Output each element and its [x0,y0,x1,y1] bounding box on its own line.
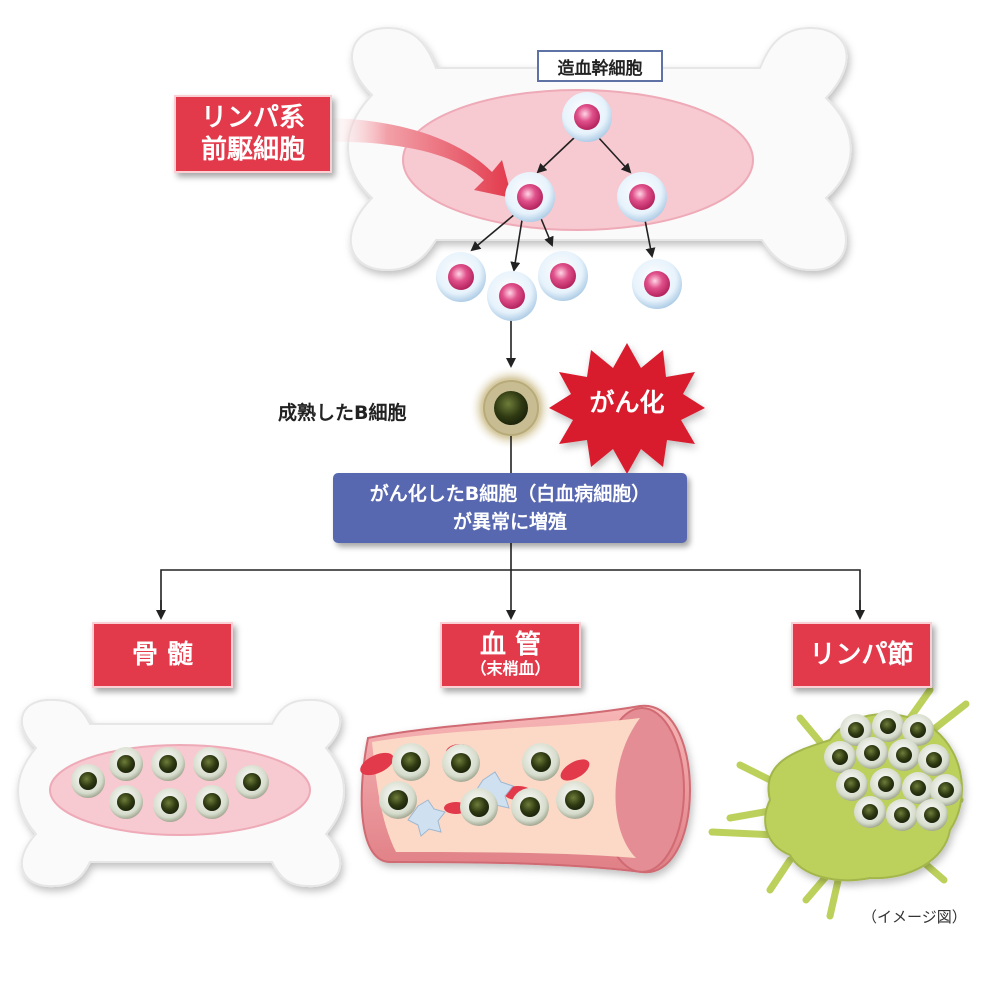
cancerization-label: がん化 [589,388,665,417]
lineage-arrows [470,136,656,368]
label-line: が異常に増殖 [452,511,567,533]
arrow-icon [597,136,632,174]
stem-cell-icon [562,92,612,142]
mature-b-cell-label: 成熟したB細胞 [278,402,407,424]
leukemia-cell-icon [460,788,498,826]
leukemia-cell-icon [824,741,856,773]
leukemia-cell-icon [109,747,143,781]
lymphoid-progenitor-label: リンパ系 前駆細胞 [174,95,332,173]
destination-lymph-node-label: リンパ節 [791,622,932,688]
leukemia-cell-icon [872,710,904,742]
label-line: がん化したB細胞（白血病細胞） [369,483,651,505]
distribution-arrows [156,543,865,620]
leukemia-cell-icon [930,774,962,806]
leukemia-cell-icon [392,743,430,781]
leukemia-cell-icon [195,785,229,819]
lymph-node-leukemia-cells [824,710,962,831]
marrow-leukemia-cells [71,747,269,822]
leukemia-cell-icon [870,768,902,800]
leukemia-cell-icon [379,781,417,819]
image-note: （イメージ図） [862,908,967,926]
leukemia-cell-icon [235,765,269,799]
leukemia-cell-icon [856,737,888,769]
destination-name: リンパ節 [809,640,914,670]
arrow-icon [644,219,656,258]
leukemia-cell-icon [918,744,950,776]
leukemia-cell-icon [109,785,143,819]
branch-line [160,569,861,614]
red-blood-cell-icon [360,752,394,776]
leukemia-cell-icon [151,747,185,781]
platelet-icon [407,799,446,837]
stem-cell-group [436,92,682,321]
label-line: 前駆細胞 [200,135,305,165]
progenitor-arrow-icon [320,118,512,198]
leukemia-cell-icon [193,747,227,781]
vessel-leukemia-cells [379,743,594,826]
destination-subtitle: （末梢血） [470,659,551,678]
daughter-cell-icon [538,251,588,301]
leukemia-cell-icon [886,799,918,831]
stem-cell-label: 造血幹細胞 [537,50,663,82]
daughter-cell-icon [487,271,537,321]
leukemia-cell-icon [836,769,868,801]
destination-name: 血 管 [479,630,542,660]
daughter-cell-icon [632,259,682,309]
leukemia-cell-icon [902,714,934,746]
leukemia-cell-icon [153,788,187,822]
leukemia-cell-icon [442,744,480,782]
leukemia-cell-icon [556,781,594,819]
arrow-icon [510,219,523,272]
arrow-icon [536,136,576,174]
leukemia-cell-icon [854,796,886,828]
label-line: リンパ系 [200,103,305,133]
leukemia-cell-icon [840,714,872,746]
arrow-icon [539,215,554,247]
arrow-icon [470,213,516,252]
red-blood-cell-icon [560,759,590,781]
daughter-cell-icon [436,252,486,302]
starburst-icon [549,343,705,474]
leukemia-cell-icon [71,764,105,798]
leukemia-cell-icon [511,788,549,826]
proliferation-box: がん化したB細胞（白血病細胞） が異常に増殖 [333,473,687,543]
leukemia-cell-icon [902,772,934,804]
destination-blood-vessel-label: 血 管 （末梢血） [440,622,581,688]
destination-name: 骨 髄 [131,640,194,670]
leukemia-cell-icon [916,799,948,831]
destination-bone-marrow-label: 骨 髄 [92,622,233,688]
myeloid-progenitor-cell-icon [617,172,667,222]
leukemia-cell-icon [522,743,560,781]
lymphoid-progenitor-cell-icon [505,172,555,222]
mature-b-cell-icon [469,366,553,450]
leukemia-cell-icon [888,739,920,771]
